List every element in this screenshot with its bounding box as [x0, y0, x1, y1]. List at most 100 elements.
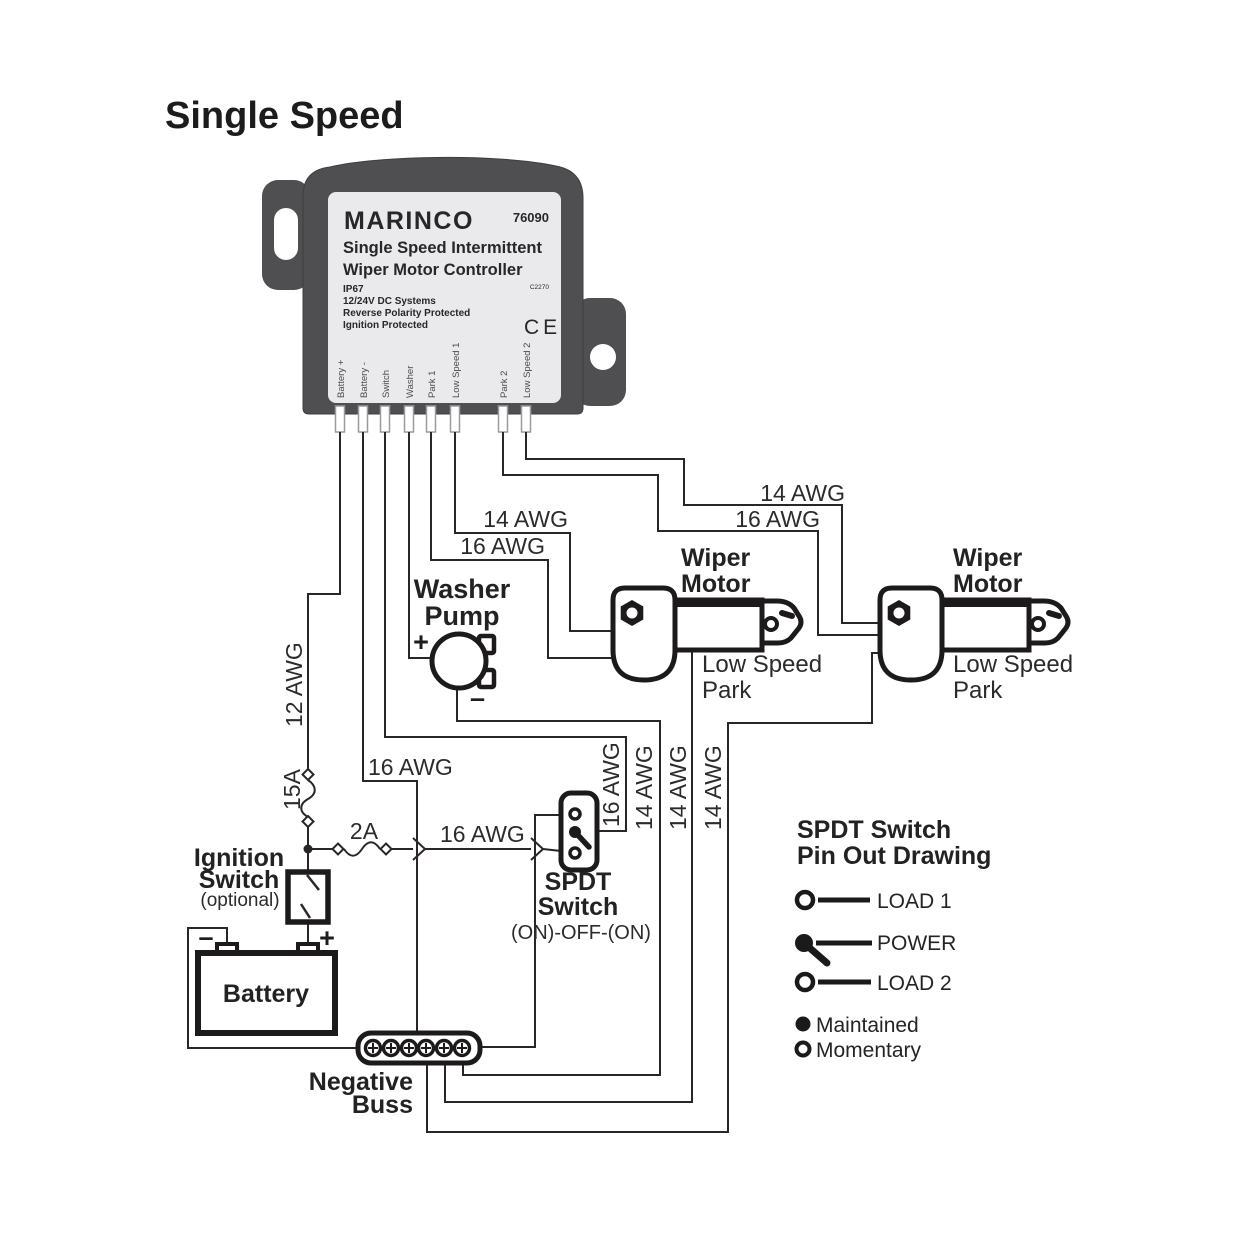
motor1-bracket-dash — [779, 610, 795, 619]
buss-screw — [381, 1038, 401, 1058]
motor2-sub-2: Park — [953, 677, 1003, 704]
wire-battery-minus — [362, 432, 418, 1033]
washer-pump-label-2: Pump — [424, 601, 499, 631]
fuse-2a-element — [343, 841, 381, 857]
wire-hop-2 — [530, 837, 545, 861]
wire-motor1-return — [444, 650, 693, 1103]
legend-load1-pin-icon — [794, 889, 816, 911]
controller-spec3: Reverse Polarity Protected — [343, 308, 470, 319]
awg-label-washer-return: 14 AWG — [631, 745, 657, 830]
legend-power-label: POWER — [877, 932, 956, 955]
battery-label: Battery — [223, 980, 309, 1008]
battery: Battery – + — [195, 922, 338, 1036]
spdt-pin-load1 — [568, 807, 582, 821]
legend-load2-pin-icon — [794, 971, 816, 993]
legend-power-pin-icon — [795, 934, 813, 952]
awg-label-park1: 16 AWG — [460, 533, 545, 559]
awg-label-battery-minus: 16 AWG — [368, 754, 453, 780]
wire-motor2-return — [426, 652, 879, 1133]
fuse-label-15a: 15A — [279, 768, 305, 810]
controller: MARINCO 76090 Single Speed Intermittent … — [262, 156, 626, 433]
legend-maintained-icon — [795, 1016, 811, 1032]
legend-load2-label: LOAD 2 — [877, 972, 952, 995]
motor1-sub-1: Low Speed — [702, 651, 822, 678]
ce-mark: CE — [524, 316, 561, 339]
wire-park2 — [502, 432, 880, 636]
awg-label-motor1-return: 14 AWG — [665, 745, 691, 830]
awg-label-switch-wire: 16 AWG — [598, 742, 624, 827]
controller-right-tab-hole — [590, 344, 616, 370]
battery-plus: + — [319, 923, 335, 953]
fuse-label-2a: 2A — [350, 818, 379, 844]
wires — [187, 432, 880, 1133]
fuse-15a-cap-bottom — [301, 814, 315, 829]
terminal-label-washer: Washer — [405, 366, 416, 398]
motor1-bracket-hole — [763, 616, 779, 632]
buss-screw — [399, 1038, 419, 1058]
awg-label-park2: 16 AWG — [735, 506, 820, 532]
awg-label-spdt-feed: 16 AWG — [440, 821, 525, 847]
negative-buss-screws — [363, 1038, 472, 1058]
washer-pump-plus: + — [413, 627, 429, 657]
controller-name-line2: Wiper Motor Controller — [343, 261, 523, 279]
motor1-label-2: Motor — [681, 570, 751, 598]
motor1-bracket — [759, 598, 804, 646]
negative-buss-label-1: Negative — [309, 1068, 413, 1096]
legend-load1-label: LOAD 1 — [877, 890, 952, 913]
wire-battery-neg-to-buss — [187, 927, 358, 1049]
fuse-2a-cap-right — [379, 842, 393, 856]
spdt-label-2: Switch — [538, 893, 619, 921]
awg-label-motor2-return: 14 AWG — [700, 745, 726, 830]
motor1-sub-2: Park — [702, 677, 752, 704]
buss-screw — [434, 1038, 454, 1058]
wire-switch — [384, 432, 627, 832]
wire-spdt-feed-d — [542, 848, 562, 852]
legend-momentary-icon — [794, 1040, 812, 1058]
pin-washer — [403, 405, 415, 433]
controller-pins — [334, 405, 532, 433]
wire-washer — [408, 432, 433, 659]
terminal-label-lowspeed2: Low Speed 2 — [522, 343, 533, 398]
terminal-label-park1: Park 1 — [427, 371, 438, 398]
pin-battery-plus — [334, 405, 346, 433]
buss-screw — [363, 1038, 383, 1058]
legend-maintained-label: Maintained — [816, 1014, 919, 1037]
washer-pump-minus: – — [470, 683, 485, 713]
negative-buss: Negative Buss — [309, 1030, 483, 1119]
wiper-motor-2: Wiper Motor Low Speed Park — [877, 544, 1073, 704]
ignition-switch: Ignition Switch (optional) — [194, 844, 331, 925]
spdt-legend: SPDT Switch Pin Out Drawing LOAD 1 POWER… — [794, 816, 991, 1062]
wire-spdt-load1-to-buss — [480, 814, 570, 1048]
battery-minus: – — [198, 922, 213, 952]
ignition-switch-blade-top — [306, 874, 320, 891]
page-title: Single Speed — [165, 95, 404, 137]
washer-pump-body — [429, 631, 489, 691]
controller-spec2: 12/24V DC Systems — [343, 296, 436, 307]
pin-lowspeed1 — [449, 405, 461, 433]
fuse-15a-element — [300, 779, 316, 818]
terminal-label-battery-plus: Battery + — [336, 359, 347, 398]
controller-left-tab-slot — [274, 208, 298, 260]
terminal-label-battery-minus: Battery - — [359, 362, 370, 398]
buss-screw — [452, 1038, 472, 1058]
awg-label-lowspeed1: 14 AWG — [483, 506, 568, 532]
wire-hop-1 — [412, 837, 427, 861]
wiper-motor-1: Wiper Motor Low Speed Park — [610, 544, 822, 704]
motor2-bolt-center — [893, 607, 905, 619]
ignition-switch-blade-bottom — [299, 903, 312, 919]
legend-momentary-label: Momentary — [816, 1039, 922, 1062]
washer-pump: Washer Pump + – — [413, 574, 511, 713]
controller-brand: MARINCO — [344, 207, 474, 235]
spdt-switch: SPDT Switch (ON)-OFF-(ON) — [511, 790, 651, 944]
motor2-sub-1: Low Speed — [953, 651, 1073, 678]
fuse-15a-cap-top — [301, 767, 315, 782]
legend-title-2: Pin Out Drawing — [797, 842, 991, 870]
ignition-label-2: Switch — [199, 866, 280, 894]
controller-spec1: IP67 — [343, 284, 364, 295]
wire-park1 — [430, 432, 613, 659]
motor1-mount — [610, 585, 678, 683]
fuse-15a — [300, 767, 316, 829]
awg-label-lowspeed2: 14 AWG — [760, 480, 845, 506]
motor1-label-1: Wiper — [681, 544, 750, 572]
